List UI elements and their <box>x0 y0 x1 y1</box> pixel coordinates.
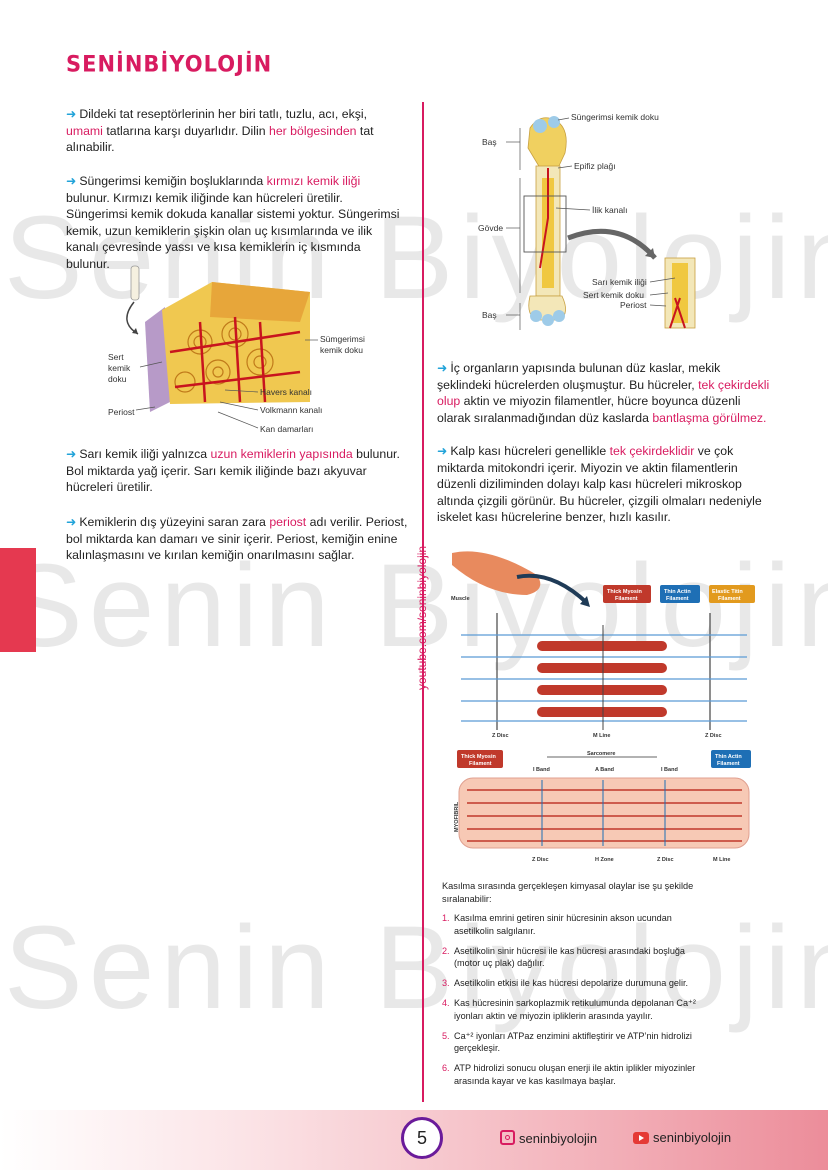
svg-text:Thin Actin: Thin Actin <box>715 754 742 760</box>
bone-section-figure: Sümgerimsi kemik doku Sert kemik doku Pe… <box>108 265 365 434</box>
spongy-top <box>210 282 310 322</box>
svg-text:Z Disc: Z Disc <box>492 733 509 739</box>
arrow-icon: ➜ <box>66 515 77 529</box>
paragraph-yellow-marrow: ➜Sarı kemik iliği yalnızca uzun kemikler… <box>66 447 400 495</box>
svg-text:A Band: A Band <box>595 767 614 773</box>
periost-layer <box>145 307 170 412</box>
watermark: Senin Biyolojin <box>4 902 828 1034</box>
actin-lines <box>461 634 747 722</box>
column-divider <box>422 102 424 1102</box>
label-compact-bone: Sert kemik doku <box>583 290 644 300</box>
arrow-icon: ➜ <box>66 107 77 121</box>
label-head-top: Baş <box>482 137 497 147</box>
svg-text:I Band: I Band <box>661 767 678 773</box>
list-item: 5.Ca⁺² iyonları ATPaz enzimini aktifleşt… <box>442 1030 692 1054</box>
list-item: 4.Kas hücresinin sarkoplazmik retikulumu… <box>442 997 696 1021</box>
list-item: 1.Kasılma emrini getiren sinir hücresini… <box>442 913 672 936</box>
svg-text:Thick Myosin: Thick Myosin <box>461 754 496 760</box>
steps-intro: Kasılma sırasında gerçekleşen kimyasal o… <box>442 881 694 904</box>
svg-text:Filament: Filament <box>718 596 741 602</box>
label-yellow-marrow: Sarı kemik iliği <box>592 277 647 287</box>
myofibril-band <box>458 777 750 849</box>
label-epiphyseal-plate: Epifiz plağı <box>574 161 616 171</box>
svg-text:H Zone: H Zone <box>595 857 614 863</box>
muscle-shape <box>452 551 541 595</box>
label-compact-2: kemik <box>108 363 131 373</box>
svg-text:Filament: Filament <box>717 761 740 767</box>
list-item: 3.Asetilkolin etkisi ile kas hücresi dep… <box>442 978 689 989</box>
arrow-icon: ➜ <box>66 174 77 188</box>
svg-text:Filament: Filament <box>469 761 492 767</box>
label-blood-vessels: Kan damarları <box>260 424 313 434</box>
label-marrow-canal: İlik kanalı <box>592 205 627 215</box>
curve-arrow <box>516 573 589 605</box>
myosin-bars <box>537 641 667 717</box>
label-muscle: Muscle <box>451 596 470 602</box>
label-spongy: Sümgerimsi <box>320 334 365 344</box>
arrow-icon: ➜ <box>66 447 77 461</box>
instagram-handle[interactable]: seninbiyolojin <box>500 1130 597 1146</box>
side-accent-bar <box>0 548 36 652</box>
svg-text:M Line: M Line <box>593 733 610 739</box>
youtube-url: youtube.com/seninbiyolojin <box>415 545 429 690</box>
zoom-box <box>523 195 567 253</box>
youtube-icon <box>633 1132 649 1144</box>
paragraph-taste: ➜Dildeki tat reseptörlerinin her biri ta… <box>66 107 374 155</box>
paragraph-cardiac-muscle: ➜Kalp kası hücreleri genellikle tek çeki… <box>437 444 762 525</box>
arrow-icon: ➜ <box>437 361 448 375</box>
youtube-handle[interactable]: seninbiyolojin <box>633 1130 731 1145</box>
paragraph-periost: ➜Kemiklerin dış yüzeyini saran zara peri… <box>66 515 408 563</box>
label-spongy-2: kemik doku <box>320 345 363 355</box>
label-compact-3: doku <box>108 374 127 384</box>
arrow-icon: ➜ <box>437 444 448 458</box>
contraction-steps: 1.Kasılma emrini getiren sinir hücresini… <box>442 912 700 1095</box>
svg-text:Z Disc: Z Disc <box>657 857 674 863</box>
brand-logo: SENİNBİYOLOJİN <box>66 51 273 77</box>
svg-text:Filament: Filament <box>615 596 638 602</box>
label-periost: Periost <box>108 407 135 417</box>
svg-text:Z Disc: Z Disc <box>705 733 722 739</box>
svg-text:I Band: I Band <box>533 767 550 773</box>
zoom-arrow <box>567 228 657 260</box>
paragraph-spongy-bone: ➜Süngerimsi kemiğin boşluklarında kırmız… <box>66 174 400 271</box>
label-spongy-bone: Süngerimsi kemik doku <box>571 112 659 122</box>
label-volkmann: Volkmann kanalı <box>260 405 322 415</box>
paragraph-smooth-muscle: ➜İç organların yapısında bulunan düz kas… <box>437 361 770 425</box>
svg-text:Filament: Filament <box>666 596 689 602</box>
label-periost-2: Periost <box>620 300 647 310</box>
sarcomere-figure: Muscle Thick Myosin Filament Thin Actin … <box>451 551 755 863</box>
bone-thumbnail <box>130 265 140 301</box>
list-item: 6.ATP hidrolizi sonucu oluşan enerji ile… <box>442 1063 696 1086</box>
label-compact: Sert <box>108 352 124 362</box>
svg-text:Thick Myosin: Thick Myosin <box>607 589 642 595</box>
label-havers: Havers kanalı <box>260 387 312 397</box>
label-head-bottom: Baş <box>482 310 497 320</box>
label-shaft: Gövde <box>478 223 503 233</box>
svg-text:Elastic Titin: Elastic Titin <box>712 589 743 595</box>
svg-text:Thin Actin: Thin Actin <box>664 589 691 595</box>
svg-text:MYOFIBRIL: MYOFIBRIL <box>454 801 460 832</box>
svg-text:Z Disc: Z Disc <box>532 857 549 863</box>
page-number: 5 <box>401 1117 443 1159</box>
instagram-icon <box>500 1130 515 1145</box>
svg-text:Sarcomere: Sarcomere <box>587 751 615 757</box>
list-item: 2.Asetilkolin sinir hücresi ile kas hücr… <box>442 945 685 969</box>
long-bone-figure: Süngerimsi kemik doku Baş Epifiz plağı İ… <box>478 112 696 330</box>
svg-text:M Line: M Line <box>713 857 730 863</box>
